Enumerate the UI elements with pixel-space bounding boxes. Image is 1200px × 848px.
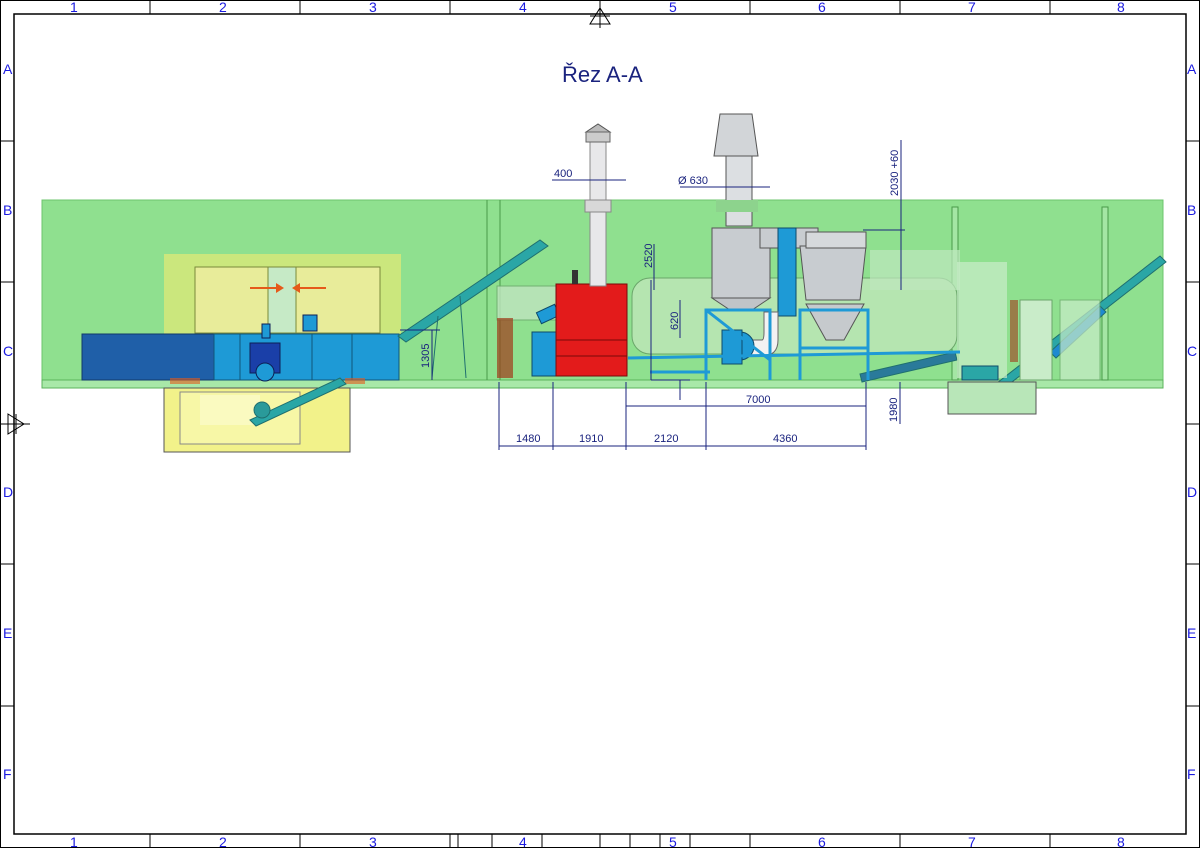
feeding-container [81,314,400,384]
pellet-line [947,299,1101,415]
row-label: B [3,202,12,218]
col-label: 5 [669,834,677,848]
intake-pit [163,254,401,453]
row-labels-left: A B C D E F [3,61,13,782]
dimension-1910: 1910 [579,433,603,445]
column-labels-bottom: 1 2 3 4 5 6 7 8 [70,834,1125,848]
col-label: 2 [219,0,227,15]
row-label: F [3,766,12,782]
row-label: C [1187,343,1197,359]
arrow-right-icon [250,283,284,293]
furnace-chimney [584,123,612,287]
row-label: E [1187,625,1196,641]
col-label: 8 [1117,834,1125,848]
tie-rods [650,280,690,381]
row-label: D [1187,484,1197,500]
dimension-texts: 400 Ø 630 2030 +60 2520 620 1305 7000 19… [420,150,901,445]
col-label: 1 [70,834,78,848]
col-label: 6 [818,0,826,15]
dimension-7000: 7000 [746,394,770,406]
col-label: 2 [219,834,227,848]
col-label: 4 [519,834,527,848]
col-label: 3 [369,0,377,15]
col-label: 1 [70,0,78,15]
col-label: 3 [369,834,377,848]
dimension-2520: 2520 [643,244,655,268]
dimension-1305: 1305 [420,344,432,368]
dimension-1980: 1980 [888,398,900,422]
dimension-630: Ø 630 [678,175,708,187]
section-title: Řez A-A [562,62,643,87]
col-label: 6 [818,834,826,848]
support-frames [627,308,961,380]
dimension-2120: 2120 [654,433,678,445]
row-label: B [1187,202,1196,218]
row-label: E [3,625,12,641]
dimension-4360: 4360 [773,433,797,445]
row-label: A [3,61,13,77]
row-label: F [1187,766,1196,782]
row-label: A [1187,61,1197,77]
col-label: 7 [968,0,976,15]
dimension-400: 400 [554,168,572,180]
row-labels-right: A B C D E F [1187,61,1197,782]
col-label: 8 [1117,0,1125,15]
row-label: C [3,343,13,359]
col-label: 4 [519,0,527,15]
dimension-lines [400,140,905,450]
dimension-1480: 1480 [516,433,540,445]
dimension-620: 620 [669,312,681,330]
cyclone-separator [710,113,867,341]
arrow-left-icon [292,283,326,293]
col-label: 5 [669,0,677,15]
row-label: D [3,484,13,500]
column-labels-top: 1 2 3 4 5 6 7 8 [70,0,1125,15]
dimension-2030: 2030 +60 [889,150,901,196]
col-label: 7 [968,834,976,848]
